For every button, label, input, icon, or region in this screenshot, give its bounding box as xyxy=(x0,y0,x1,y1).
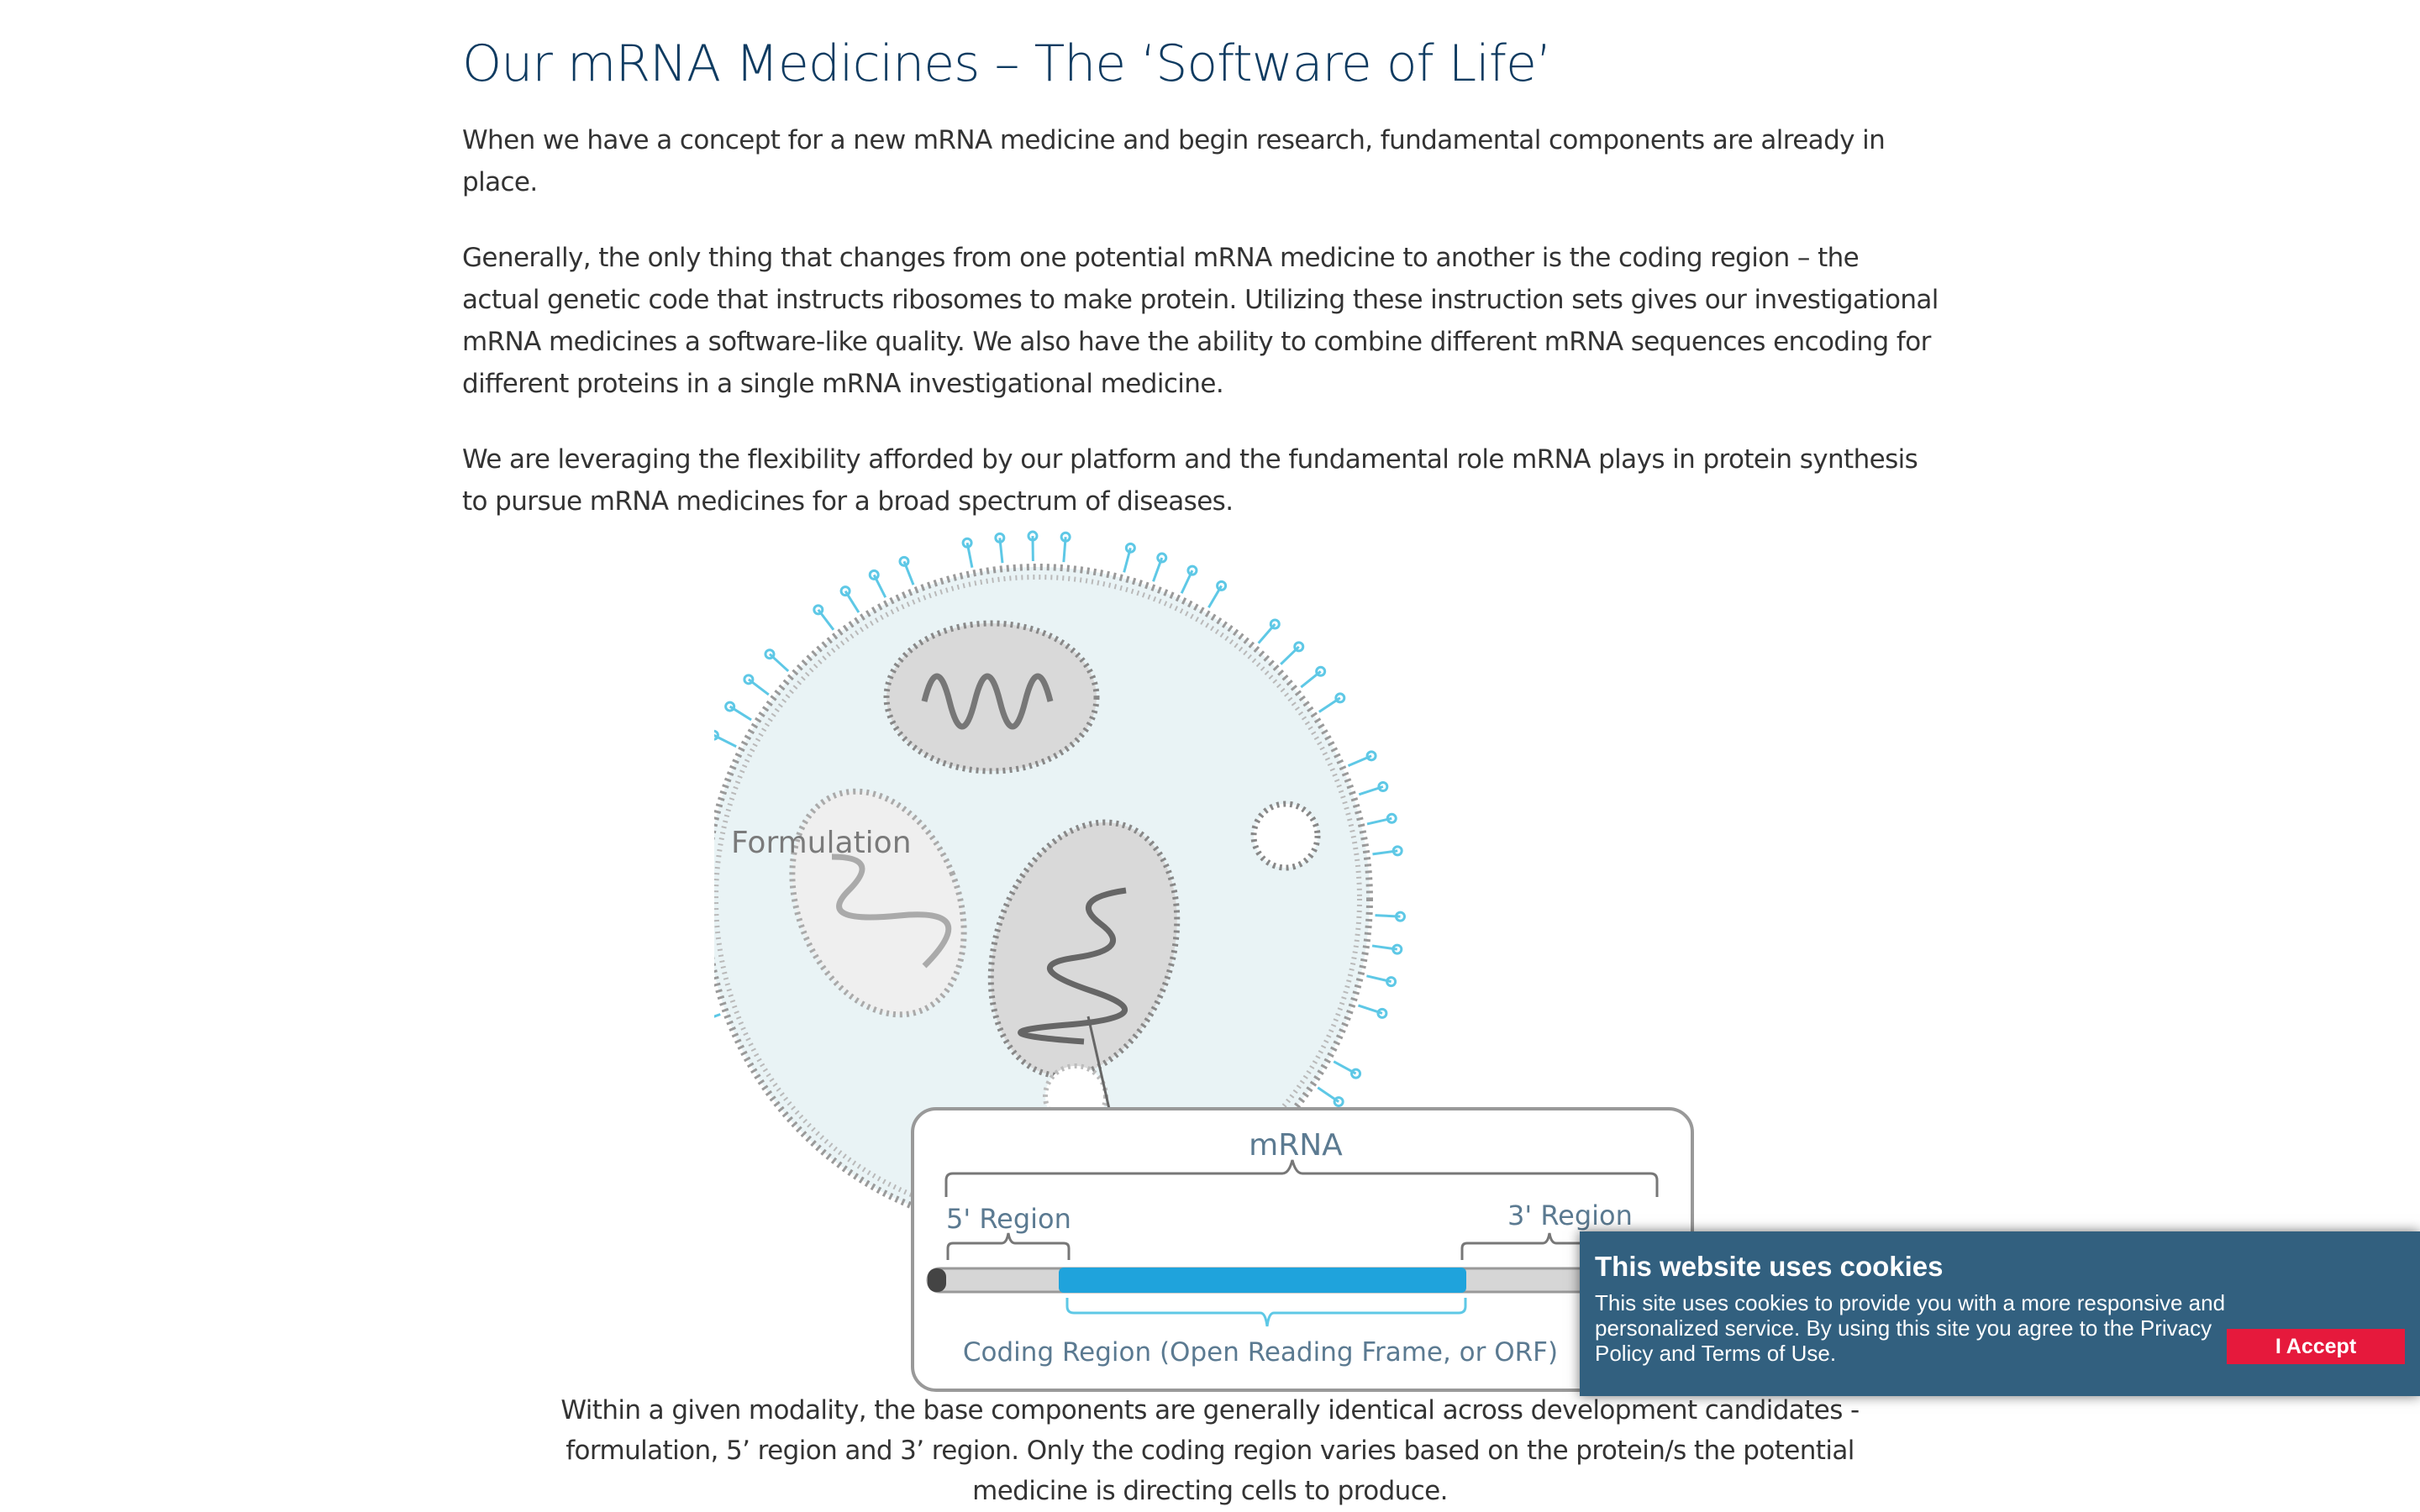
coding-region-label: Coding Region (Open Reading Frame, or OR… xyxy=(963,1337,1558,1368)
coding-region-bar xyxy=(1059,1268,1466,1293)
lipid-head xyxy=(1365,750,1377,762)
vesicle-small xyxy=(1250,801,1321,871)
lipid-head xyxy=(1124,542,1136,554)
lipid-head xyxy=(839,585,851,597)
lipid-head xyxy=(1392,943,1403,955)
mrna-label: mRNA xyxy=(1249,1128,1343,1163)
platform-paragraph: We are leveraging the flexibility afford… xyxy=(462,444,1918,517)
lipid-head xyxy=(1376,1007,1388,1019)
lipid-head xyxy=(1156,552,1168,564)
lipid-head xyxy=(994,532,1006,543)
cookie-banner: This website uses cookies This site uses… xyxy=(1580,1231,2420,1396)
lipid-head xyxy=(1293,641,1305,653)
intro-paragraph: When we have a concept for a new mRNA me… xyxy=(462,125,1886,197)
lipid-head xyxy=(868,569,880,580)
lipid-head xyxy=(813,604,824,616)
lipid-head xyxy=(1394,911,1406,922)
lipid-head xyxy=(743,674,755,685)
main-content: Our mRNA Medicines – The ‘Software of Li… xyxy=(462,25,1941,522)
lipid-head xyxy=(961,537,973,549)
three-prime-label: 3' Region xyxy=(1507,1200,1633,1231)
vesicle-left xyxy=(789,788,967,1018)
mrna-formulation-diagram: Formulation mRNA 5' Region 3' Region Cod… xyxy=(714,521,1723,1403)
lipid-tail xyxy=(714,1013,721,1018)
coding-region-paragraph: Generally, the only thing that changes f… xyxy=(462,243,1939,399)
cookie-banner-text: This site uses cookies to provide you wi… xyxy=(1595,1290,2226,1366)
lipid-head xyxy=(1386,976,1397,988)
figure-caption: Within a given modality, the base compon… xyxy=(560,1395,1860,1506)
lipid-head xyxy=(1392,845,1403,857)
cookie-banner-title: This website uses cookies xyxy=(1595,1251,1944,1282)
lipid-head xyxy=(1269,618,1281,630)
lipid-head xyxy=(724,701,736,712)
lipid-head xyxy=(1386,812,1397,824)
diagram-svg: Formulation mRNA 5' Region 3' Region Cod… xyxy=(714,530,1694,1392)
vesicle-center xyxy=(987,819,1181,1079)
formulation-label: Formulation xyxy=(731,826,912,860)
lipid-head xyxy=(1377,781,1389,793)
lipid-head xyxy=(1027,530,1039,542)
mrna-brace xyxy=(944,1159,1659,1197)
five-prime-label: 5' Region xyxy=(946,1203,1071,1235)
lipid-head xyxy=(1350,1068,1362,1079)
lipid-head xyxy=(1333,1096,1344,1108)
inner-membrane xyxy=(714,575,1362,1223)
vesicle-top xyxy=(883,620,1100,774)
mrna-pointer-line xyxy=(1086,1016,1111,1110)
five-prime-brace xyxy=(946,1232,1071,1260)
page-title: Our mRNA Medicines – The ‘Software of Li… xyxy=(462,34,1552,93)
lipid-head xyxy=(1186,564,1198,576)
lipid-head xyxy=(714,729,719,741)
lipid-head xyxy=(898,555,910,567)
five-prime-cap xyxy=(928,1268,946,1292)
coding-brace xyxy=(1065,1298,1467,1327)
accept-cookies-button[interactable]: I Accept xyxy=(2227,1329,2405,1364)
lipid-tails xyxy=(714,530,1406,1108)
lipid-head xyxy=(1315,665,1327,677)
lipid-head xyxy=(764,648,776,660)
lipid-head xyxy=(1060,531,1071,543)
lipid-head xyxy=(1334,692,1346,704)
lipid-head xyxy=(1216,580,1228,591)
